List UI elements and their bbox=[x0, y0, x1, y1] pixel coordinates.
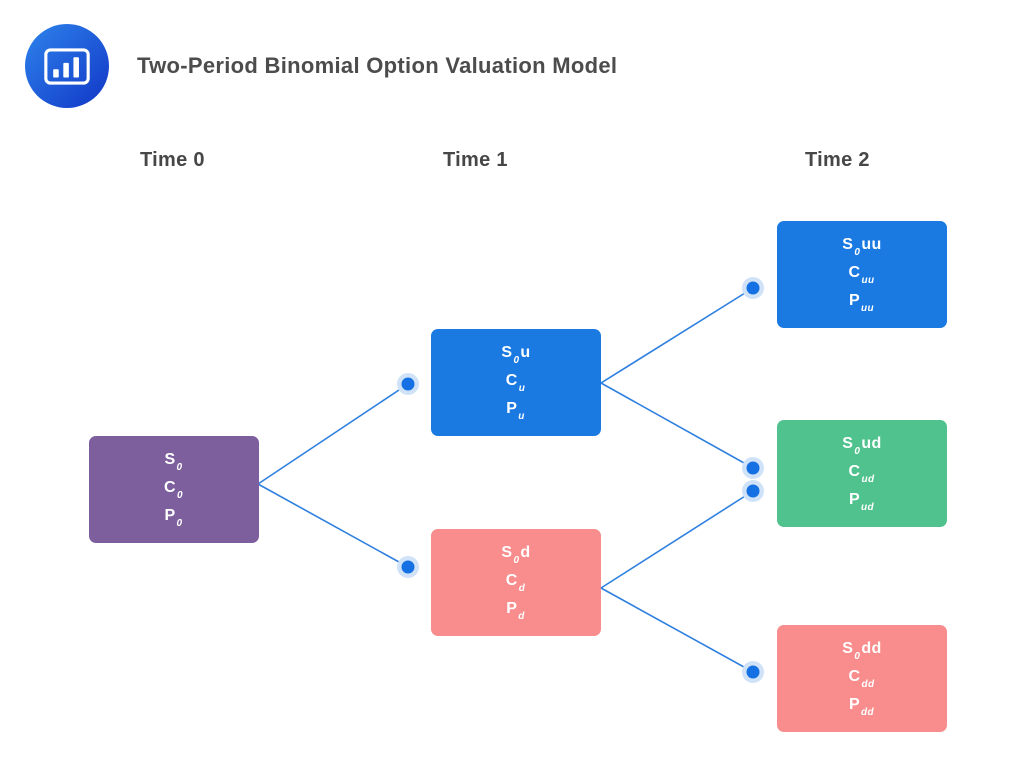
edge-sd-sud bbox=[600, 490, 754, 589]
edge-sd-sdd bbox=[600, 587, 754, 673]
edge-su-sud bbox=[600, 382, 754, 469]
node-row: Cd bbox=[505, 571, 526, 595]
page-title: Two-Period Binomial Option Valuation Mod… bbox=[137, 53, 618, 78]
node-row: S0dd bbox=[842, 639, 882, 663]
node-row: C0 bbox=[164, 478, 183, 502]
node-row: S0ud bbox=[842, 434, 882, 458]
node-row: Pud bbox=[848, 490, 875, 514]
edge-su-suu bbox=[600, 287, 754, 384]
logo-badge bbox=[25, 24, 109, 108]
node-row: Pu bbox=[506, 399, 525, 423]
node-row: S0 bbox=[164, 450, 183, 474]
column-label-time-1: Time 1 bbox=[443, 149, 508, 171]
node-row: S0d bbox=[501, 543, 531, 567]
bar-chart-icon bbox=[44, 47, 90, 85]
node-row: Cu bbox=[505, 371, 526, 395]
connector-dot bbox=[397, 556, 419, 578]
connector-dot bbox=[742, 661, 764, 683]
node-row: Puu bbox=[848, 291, 875, 315]
connector-dot bbox=[742, 457, 764, 479]
column-label-time-0: Time 0 bbox=[140, 149, 205, 171]
column-label-time-2: Time 2 bbox=[805, 149, 870, 171]
node-row: S0uu bbox=[842, 235, 882, 259]
node-row: Pdd bbox=[848, 695, 875, 719]
node-row: Cud bbox=[848, 462, 875, 486]
connector-dot bbox=[397, 373, 419, 395]
edge-s0-su bbox=[257, 383, 409, 485]
node-row: Pd bbox=[506, 599, 525, 623]
node-row: Cdd bbox=[848, 667, 875, 691]
connector-dot bbox=[742, 277, 764, 299]
connector-dot bbox=[742, 480, 764, 502]
node-row: S0u bbox=[501, 343, 531, 367]
edge-s0-sd bbox=[257, 483, 409, 568]
node-row: Cuu bbox=[848, 263, 875, 287]
node-row: P0 bbox=[164, 506, 183, 530]
